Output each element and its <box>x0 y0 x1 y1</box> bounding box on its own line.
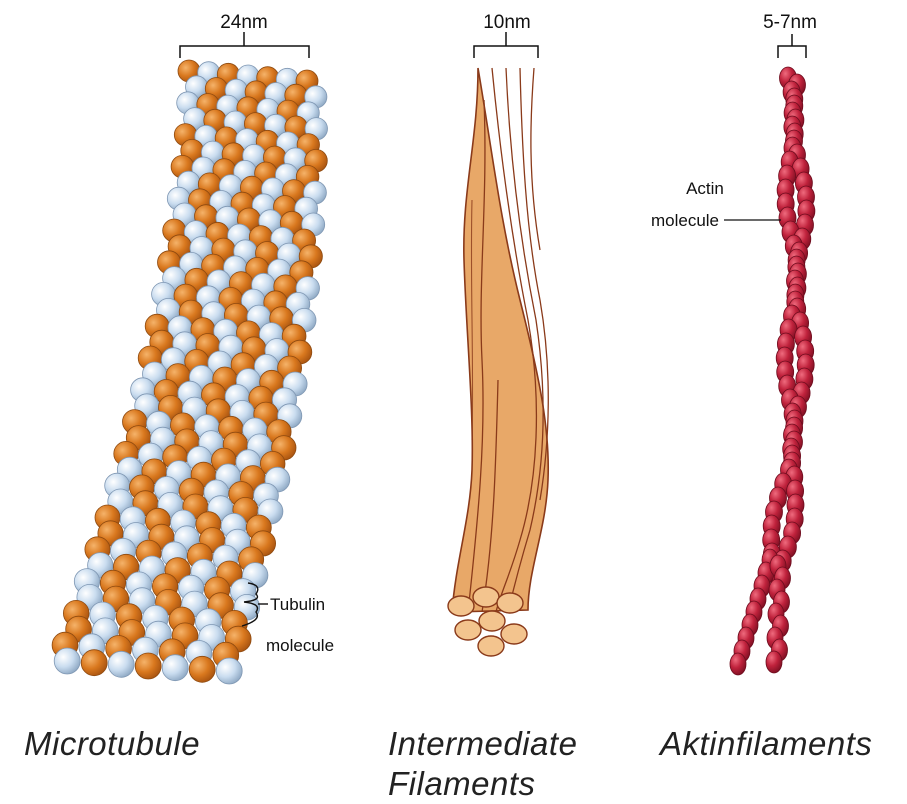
microtubule-caption: Microtubule <box>24 724 200 764</box>
intermediate-width-label: 10nm <box>483 12 531 33</box>
actin-label-line2: molecule <box>651 211 719 230</box>
intermediate-panel: 10nm <box>448 12 548 656</box>
beta-tubulin-subunit <box>108 651 134 677</box>
actin-filament <box>730 67 815 675</box>
actin-width-label: 5-7nm <box>763 12 817 33</box>
beta-tubulin-subunit <box>54 648 80 674</box>
microtubule-body <box>52 60 327 684</box>
alpha-tubulin-subunit <box>81 650 107 676</box>
microtubule-width-bracket: 24nm <box>180 12 309 58</box>
actin-panel: 5-7nm Actin molecule <box>651 12 817 675</box>
beta-tubulin-subunit <box>216 658 242 684</box>
actin-callout: Actin molecule <box>651 179 781 230</box>
intermediate-fiber-bundle <box>448 68 548 656</box>
tubulin-callout: Tubulin molecule <box>242 583 334 655</box>
actin-caption: Aktinfilaments <box>660 724 872 764</box>
actin-width-bracket: 5-7nm <box>763 12 817 58</box>
actin-label-line1: Actin <box>686 179 724 198</box>
microtubule-width-label: 24nm <box>220 12 268 33</box>
actin-monomer <box>766 651 782 673</box>
beta-tubulin-subunit <box>162 655 188 681</box>
intermediate-caption-line1: Intermediate <box>388 725 577 762</box>
intermediate-caption-line2: Filaments <box>388 764 577 804</box>
alpha-tubulin-subunit <box>189 656 215 682</box>
alpha-tubulin-subunit <box>135 653 161 679</box>
actin-monomer <box>730 653 746 675</box>
intermediate-width-bracket: 10nm <box>474 12 538 58</box>
microtubule-panel: 24nm Tubulin molecule <box>52 12 334 684</box>
intermediate-caption: Intermediate Filaments <box>388 724 577 804</box>
intermediate-fiber-ends <box>448 587 527 656</box>
tubulin-label-line1: Tubulin <box>270 595 325 614</box>
tubulin-label-line2: molecule <box>266 636 334 655</box>
